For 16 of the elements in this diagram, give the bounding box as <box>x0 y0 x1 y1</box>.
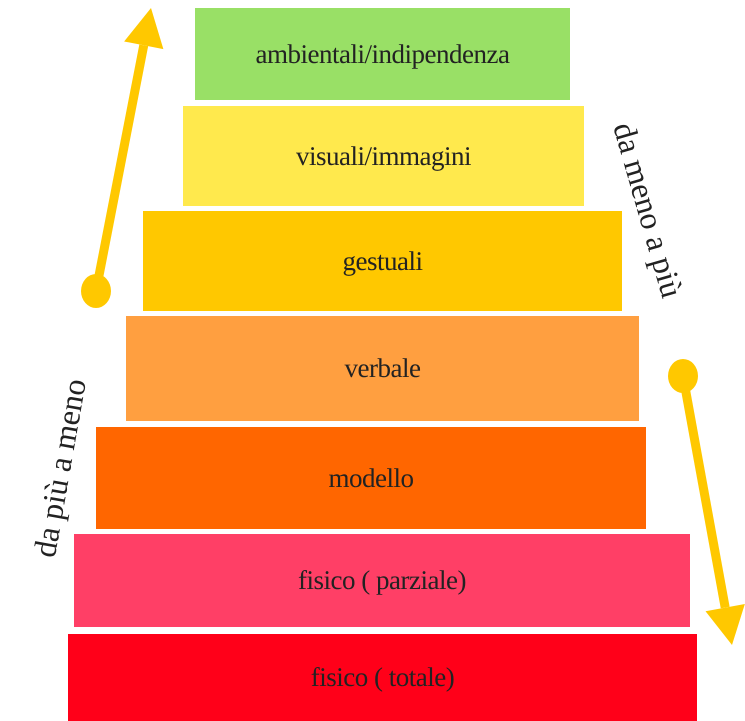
step-label: fisico ( totale) <box>310 662 454 693</box>
step-bar <box>143 211 622 311</box>
step-label: modello <box>328 462 414 494</box>
step-label: gestuali <box>342 246 422 276</box>
step-label: visuali/immagini <box>296 140 471 172</box>
direction-label: da più a meno <box>26 376 94 560</box>
step-label: ambientali/indipendenza <box>256 38 510 70</box>
step-bar <box>96 427 646 529</box>
step-bar <box>126 316 639 421</box>
step-bar <box>74 534 690 627</box>
direction-label: da meno a più <box>605 118 691 302</box>
step-bar <box>68 634 697 721</box>
step-bar <box>183 106 584 206</box>
step-bar <box>195 8 570 100</box>
step-label: fisico ( parziale) <box>298 565 466 596</box>
step-label: verbale <box>344 353 420 384</box>
